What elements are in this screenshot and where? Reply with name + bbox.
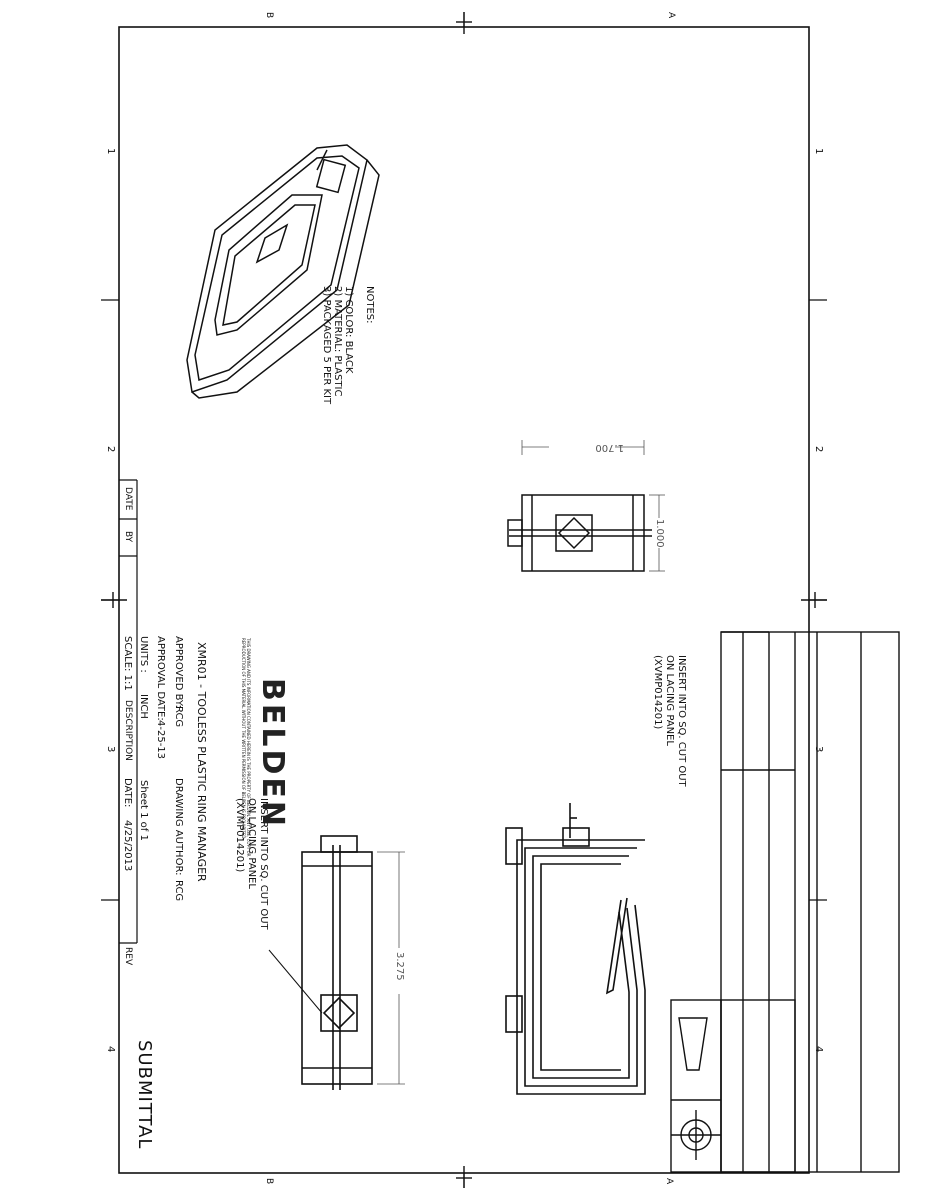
approved-by-label: APPROVED BY:	[173, 636, 184, 709]
drawing-author-field-value: RCG	[173, 880, 184, 902]
front-view-dimensions	[377, 851, 405, 1085]
end-view-height-dimension: 1.700	[595, 442, 624, 453]
zone-label-b-right: B	[264, 1178, 274, 1185]
top-view-callout: INSERT INTO SQ. CUT OUT ON LACING PANEL …	[651, 655, 687, 787]
isometric-view	[186, 144, 380, 399]
revision-date-label: DATE	[123, 487, 133, 511]
note-item-3: 3) PACKAGED 5 PER KIT	[321, 286, 332, 405]
title-block-disclaimer-text: THIS DRAWING AND ITS INFORMATION CONTAIN…	[241, 638, 251, 857]
end-view	[507, 494, 652, 572]
status-stamp: SUBMITTAL	[134, 1040, 155, 1150]
top-view-callout-line-1: INSERT INTO SQ. CUT OUT	[676, 655, 687, 787]
centering-marks	[101, 12, 827, 1188]
top-view-callout-line-3: (XVMP014201)	[652, 655, 663, 730]
zone-label-4-top: 4	[813, 1046, 824, 1053]
belden-logo: BELDEN	[255, 678, 290, 829]
approval-date-label: APPROVAL DATE:	[155, 636, 166, 721]
front-view-length-dimension: 3.275	[394, 952, 405, 981]
revision-rev-label: REV	[123, 947, 133, 966]
date-value: 4/25/2013	[122, 820, 133, 872]
approved-by-value: RCG	[173, 706, 184, 728]
top-view-callout-line-2: ON LACING PANEL	[664, 655, 675, 746]
title-block-grid	[720, 631, 900, 1173]
disclaimer-line-1: THIS DRAWING AND ITS INFORMATION CONTAIN…	[246, 638, 251, 857]
zone-label-2-top: 2	[813, 446, 824, 453]
note-item-1: 1) COLOR: BLACK	[343, 286, 354, 374]
sheet-border	[118, 26, 810, 1174]
units-label: UNITS :	[138, 636, 149, 673]
approval-date-value: 4-25-13	[155, 720, 166, 760]
revision-description-label: DESCRIPTION	[123, 700, 133, 761]
revision-block-grid	[119, 479, 138, 944]
zone-label-a-left: A	[666, 12, 676, 19]
units-value: INCH	[138, 694, 149, 719]
front-view-leader	[268, 949, 323, 1014]
end-view-width-dimension: 1.000	[654, 519, 665, 548]
notes-heading: NOTES:	[364, 286, 375, 324]
scale-value: SCALE: 1:1	[122, 636, 133, 691]
zone-label-b-left: B	[264, 12, 274, 19]
top-view	[505, 803, 646, 1095]
zone-label-a-right: A	[664, 1178, 674, 1185]
zone-ticks	[101, 12, 827, 1188]
drawing-title: XMR01 - TOOLESS PLASTIC RING MANAGER	[195, 642, 208, 882]
date-label: DATE:	[122, 778, 133, 808]
zone-label-3-top: 3	[813, 746, 824, 753]
front-view	[301, 835, 373, 1090]
zone-label-2-bottom: 2	[105, 446, 116, 453]
drawing-author-field-label: DRAWING AUTHOR:	[173, 778, 184, 876]
zone-label-3-bottom: 3	[105, 746, 116, 753]
sheet-number: Sheet 1 of 1	[138, 780, 149, 841]
zone-label-4-bottom: 4	[105, 1046, 116, 1053]
zone-label-1-bottom: 1	[105, 148, 116, 155]
end-view-dimensions	[521, 440, 665, 572]
projection-symbol-box	[670, 999, 722, 1173]
disclaimer-line-2: REPRODUCTION OF THIS MATERIAL WITHOUT TH…	[241, 638, 246, 840]
revision-by-label: BY	[123, 531, 133, 543]
zone-label-1-top: 1	[813, 148, 824, 155]
note-item-2: 2) MATERIAL: PLASTIC	[332, 286, 343, 397]
notes: NOTES: 1) COLOR: BLACK 2) MATERIAL: PLAS…	[321, 286, 375, 404]
